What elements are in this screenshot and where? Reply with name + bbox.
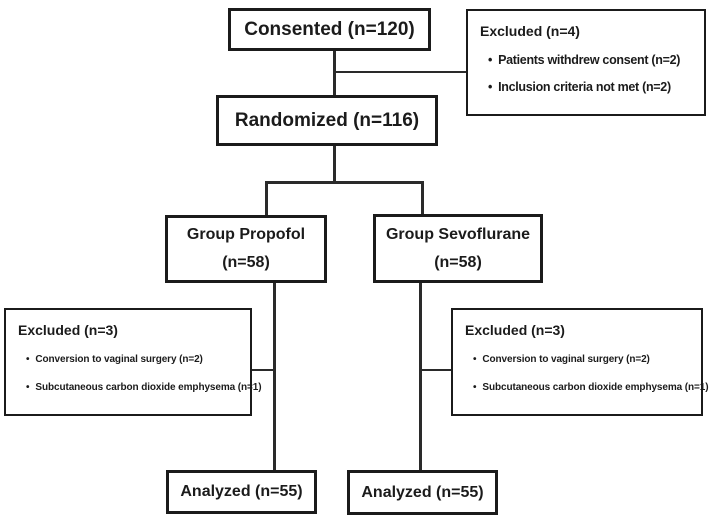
box-excluded-after-consent: Excluded (n=4) • Patients withdrew conse… xyxy=(466,9,706,116)
box-group-propofol: Group Propofol (n=58) xyxy=(165,215,327,283)
connector-split-to-sevoflurane xyxy=(421,181,424,216)
bullet-icon: • xyxy=(488,80,493,94)
box-consented: Consented (n=120) xyxy=(228,8,431,51)
group-propofol-name: Group Propofol xyxy=(186,226,306,243)
box-analyzed-sevoflurane: Analyzed (n=55) xyxy=(347,470,498,515)
connector-propofol-to-analyzed xyxy=(273,281,276,471)
box-randomized: Randomized (n=116) xyxy=(216,95,438,146)
excluded-top-item-2-text: Inclusion criteria not met (n=2) xyxy=(498,80,671,94)
connector-split-bar xyxy=(265,181,424,184)
connector-randomized-to-split xyxy=(333,145,336,184)
excluded-left-item-1-text: Conversion to vaginal surgery (n=2) xyxy=(35,354,203,365)
connector-split-to-propofol xyxy=(265,181,268,217)
connector-to-excluded-left xyxy=(251,369,275,371)
box-excluded-sevoflurane-arm: Excluded (n=3) • Conversion to vaginal s… xyxy=(451,308,709,416)
excluded-top-title: Excluded (n=4) xyxy=(480,23,580,39)
bullet-icon: • xyxy=(473,354,477,365)
excluded-right-item-2: • Subcutaneous carbon dioxide emphysema … xyxy=(473,382,709,393)
connector-to-excluded-top xyxy=(335,71,466,73)
excluded-top-item-1-text: Patients withdrew consent (n=2) xyxy=(498,53,681,67)
excluded-left-item-2: • Subcutaneous carbon dioxide emphysema … xyxy=(26,382,262,393)
box-group-sevoflurane: Group Sevoflurane (n=58) xyxy=(373,214,543,283)
connector-consented-to-randomized xyxy=(333,50,336,97)
excluded-right-item-1: • Conversion to vaginal surgery (n=2) xyxy=(473,354,691,365)
excluded-right-item-2-text: Subcutaneous carbon dioxide emphysema (n… xyxy=(482,382,709,393)
excluded-left-item-2-text: Subcutaneous carbon dioxide emphysema (n… xyxy=(35,382,262,393)
bullet-icon: • xyxy=(26,382,30,393)
bullet-icon: • xyxy=(473,382,477,393)
excluded-top-item-2: • Inclusion criteria not met (n=2) xyxy=(488,80,694,94)
group-propofol-n: (n=58) xyxy=(222,254,270,271)
excluded-left-title: Excluded (n=3) xyxy=(18,322,118,338)
bullet-icon: • xyxy=(488,53,493,67)
group-sevoflurane-name: Group Sevoflurane xyxy=(385,225,531,243)
excluded-right-item-1-text: Conversion to vaginal surgery (n=2) xyxy=(482,354,650,365)
excluded-top-item-1: • Patients withdrew consent (n=2) xyxy=(488,53,694,67)
excluded-right-title: Excluded (n=3) xyxy=(465,322,565,338)
group-sevoflurane-n: (n=58) xyxy=(434,253,482,271)
excluded-left-item-1: • Conversion to vaginal surgery (n=2) xyxy=(26,354,240,365)
connector-sevoflurane-to-analyzed xyxy=(419,280,422,471)
connector-to-excluded-right xyxy=(421,369,452,371)
box-analyzed-propofol: Analyzed (n=55) xyxy=(166,470,317,514)
bullet-icon: • xyxy=(26,354,30,365)
box-excluded-propofol-arm: Excluded (n=3) • Conversion to vaginal s… xyxy=(4,308,262,416)
